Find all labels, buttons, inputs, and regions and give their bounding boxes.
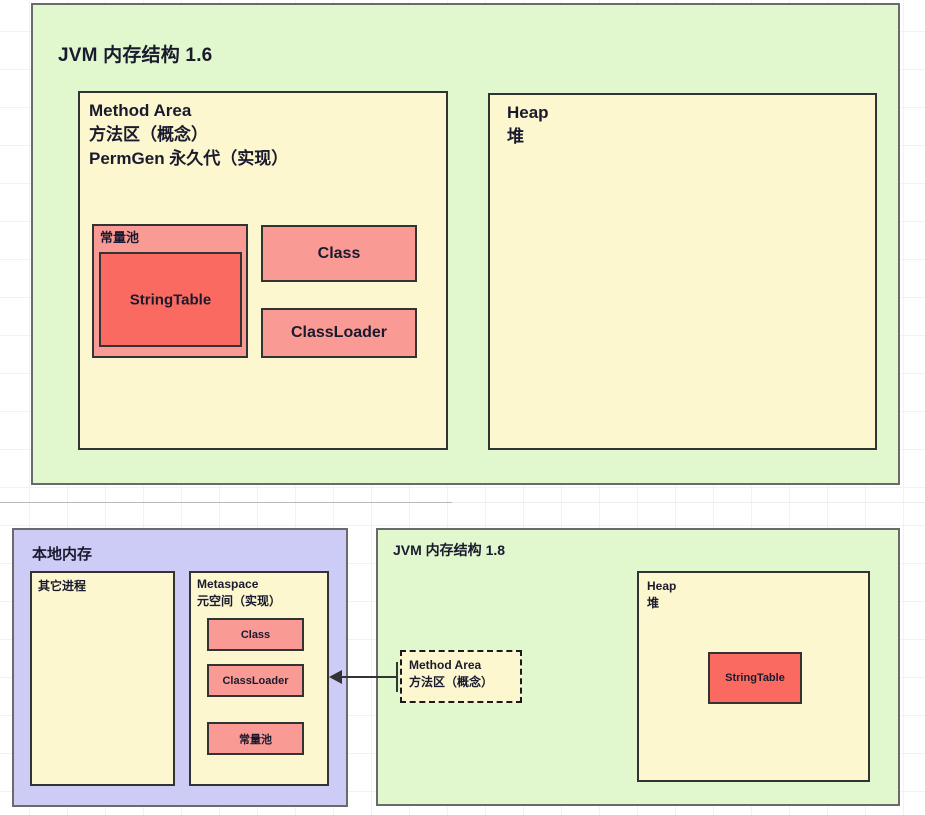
method-area-line1: Method Area (89, 101, 192, 120)
method-area-line2: 方法区（概念） (89, 125, 208, 145)
jvm18-string-table-box: StringTable (708, 652, 802, 704)
jvm18-heap-labels: Heap 堆 (647, 578, 676, 613)
jvm16-heap-line2: 堆 (507, 127, 524, 147)
jvm16-heap-labels: Heap 堆 (507, 101, 549, 149)
jvm16-heap-box (488, 93, 877, 450)
class-box: Class (261, 225, 417, 282)
metaspace-class-box: Class (207, 618, 304, 651)
classloader-box-label: ClassLoader (290, 324, 388, 341)
section-divider-left (0, 502, 452, 503)
class-box-label: Class (317, 244, 361, 262)
other-process-label: 其它进程 (38, 579, 87, 593)
metaspace-classloader-label: ClassLoader (222, 674, 289, 687)
metaspace-constant-pool-box: 常量池 (207, 722, 304, 755)
metaspace-labels: Metaspace 元空间（实现） (197, 576, 281, 611)
method-area-line3: PermGen 永久代（实现） (89, 149, 289, 169)
classloader-box: ClassLoader (261, 308, 417, 358)
constant-pool-label: 常量池 (100, 230, 140, 245)
metaspace-class-label: Class (240, 628, 271, 641)
jvm18-string-table-label: StringTable (725, 672, 785, 684)
string-table-label: StringTable (129, 291, 212, 308)
metaspace-constant-pool-label: 常量池 (239, 733, 272, 746)
metaspace-classloader-box: ClassLoader (207, 664, 304, 697)
metaspace-line1: Metaspace (197, 577, 259, 591)
jvm16-heap-line1: Heap (507, 103, 549, 122)
arrow-line (340, 676, 398, 678)
method-area-labels: Method Area 方法区（概念） PermGen 永久代（实现） (89, 99, 288, 171)
metaspace-line2: 元空间（实现） (197, 594, 282, 609)
jvm16-title: JVM 内存结构 1.6 (58, 45, 213, 66)
section-divider-right (452, 502, 925, 503)
method-area-concept-labels: Method Area 方法区（概念） (409, 657, 493, 692)
jvm18-heap-line1: Heap (647, 579, 677, 593)
arrow-head-icon (329, 670, 342, 684)
native-memory-title: 本地内存 (32, 546, 93, 563)
string-table-box: StringTable (99, 252, 242, 347)
other-process-box (30, 571, 175, 786)
jvm18-title: JVM 内存结构 1.8 (393, 542, 506, 558)
method-area-concept-box (400, 650, 522, 703)
jvm18-heap-line2: 堆 (647, 596, 660, 611)
method-area-concept-line2: 方法区（概念） (409, 675, 494, 690)
method-area-concept-line1: Method Area (409, 658, 482, 672)
